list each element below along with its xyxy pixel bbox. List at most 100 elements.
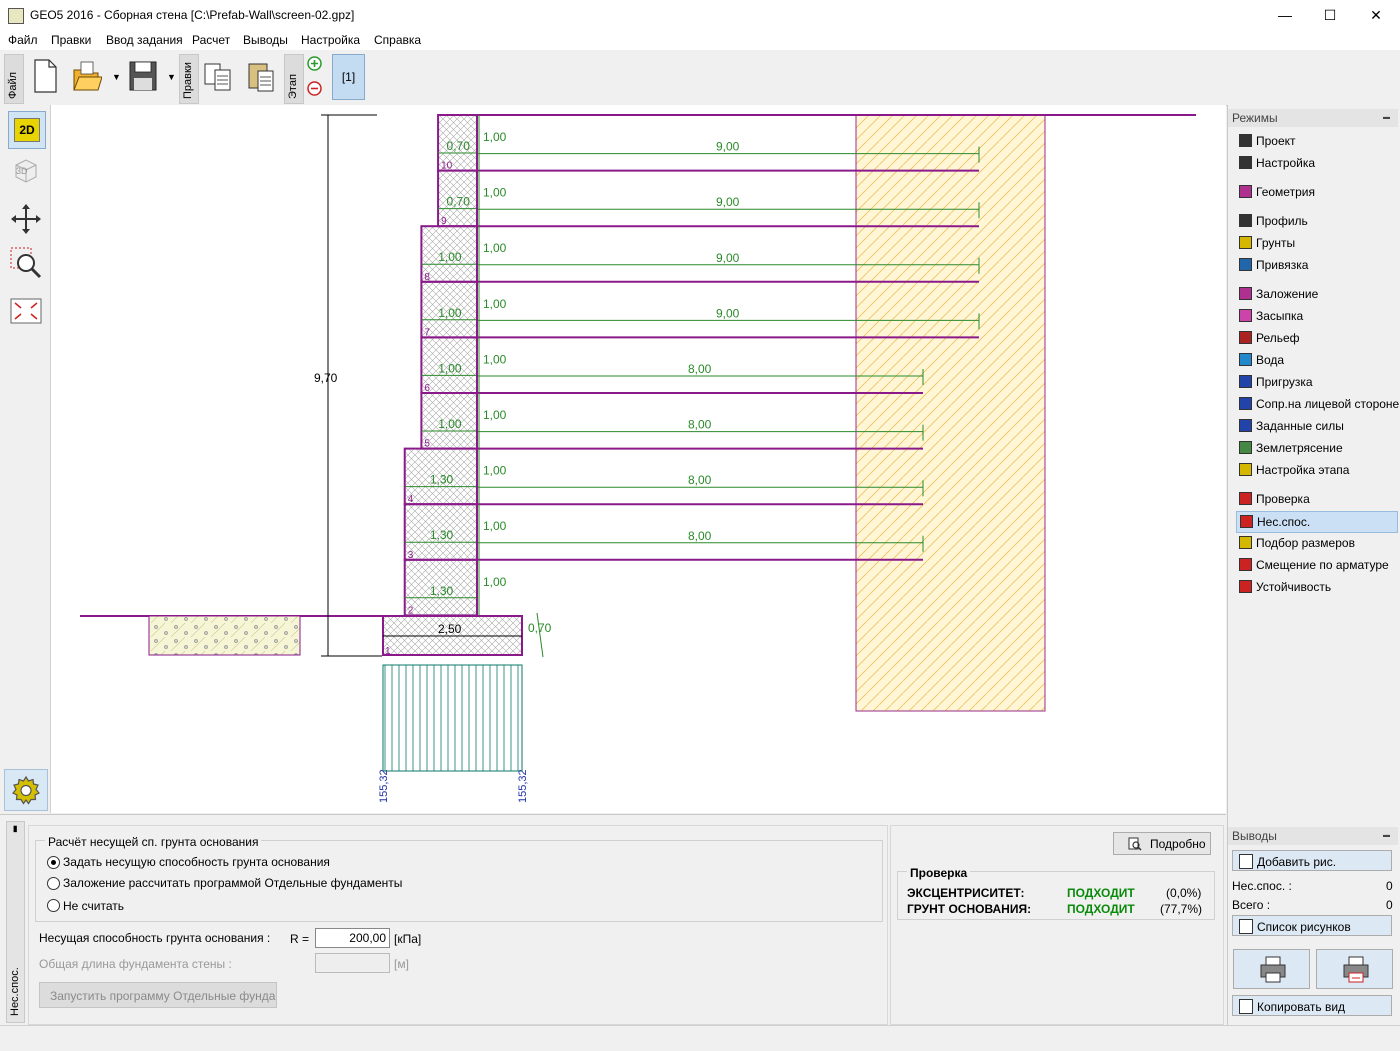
modes-minimize-icon[interactable]: ▬ bbox=[1383, 114, 1390, 121]
wall-block bbox=[420, 280, 478, 339]
mode-item-18[interactable]: Смещение по арматуре bbox=[1236, 555, 1396, 575]
block-number-label: 10 bbox=[441, 161, 453, 172]
mode-label: Заложение bbox=[1256, 287, 1319, 301]
wall-height-label: 9,70 bbox=[314, 371, 338, 385]
maximize-window-button[interactable]: ☐ bbox=[1323, 7, 1337, 23]
mode-item-19[interactable]: Устойчивость bbox=[1236, 577, 1396, 597]
wall-block bbox=[437, 114, 478, 172]
list-pictures-button[interactable]: Список рисунков bbox=[1232, 915, 1392, 936]
menu-input[interactable]: Ввод задания bbox=[106, 33, 183, 47]
view-toolbar: 2D 3D bbox=[0, 105, 51, 813]
copy-view-button[interactable]: Копировать вид bbox=[1232, 995, 1392, 1016]
radio-spread-footing-label[interactable]: Заложение рассчитать программой Отдельны… bbox=[63, 876, 403, 890]
mode-item-9[interactable]: Вода bbox=[1236, 350, 1396, 370]
modes-panel-header: Режимы ▬ bbox=[1228, 109, 1398, 127]
minimize-window-button[interactable]: — bbox=[1278, 7, 1292, 23]
mode-item-1[interactable]: Настройка bbox=[1236, 153, 1396, 173]
stage-toolbar-tab[interactable]: Этап bbox=[284, 54, 304, 104]
pan-icon[interactable] bbox=[8, 201, 44, 237]
reinforcement-length-label: 8,00 bbox=[688, 362, 712, 376]
mode-icon bbox=[1239, 419, 1252, 432]
mode-item-4[interactable]: Грунты bbox=[1236, 233, 1396, 253]
remove-stage-icon[interactable] bbox=[307, 81, 322, 96]
mode-icon bbox=[1239, 492, 1252, 505]
mode-item-14[interactable]: Настройка этапа bbox=[1236, 460, 1396, 480]
open-dropdown-arrow-icon[interactable]: ▼ bbox=[112, 72, 121, 82]
footing-length-input[interactable] bbox=[315, 953, 390, 973]
mode-label: Заданные силы bbox=[1256, 419, 1344, 433]
add-picture-button[interactable]: Добавить рис. bbox=[1232, 850, 1392, 871]
add-stage-icon[interactable] bbox=[307, 56, 322, 71]
save-icon[interactable] bbox=[128, 58, 158, 94]
mode-item-17[interactable]: Подбор размеров bbox=[1236, 533, 1396, 553]
stage-1-button[interactable]: [1] bbox=[332, 54, 365, 100]
picture-total-value: 0 bbox=[1386, 898, 1393, 912]
radio-do-not-calculate-label[interactable]: Не считать bbox=[63, 899, 125, 913]
save-dropdown-arrow-icon[interactable]: ▼ bbox=[167, 72, 176, 82]
bearing-capacity-input[interactable] bbox=[315, 928, 390, 948]
print-preview-button[interactable] bbox=[1316, 949, 1393, 989]
outputs-minimize-icon[interactable]: ▬ bbox=[1383, 832, 1390, 839]
mode-icon bbox=[1239, 214, 1252, 227]
mode-item-8[interactable]: Рельеф bbox=[1236, 328, 1396, 348]
list-pictures-icon bbox=[1239, 919, 1253, 934]
radio-do-not-calculate[interactable] bbox=[47, 899, 60, 912]
drawing-settings-button[interactable] bbox=[4, 769, 48, 811]
paste-data-icon[interactable] bbox=[246, 58, 276, 94]
mode-icon bbox=[1239, 258, 1252, 271]
radio-input-bearing[interactable] bbox=[47, 856, 60, 869]
print-button[interactable] bbox=[1233, 949, 1310, 989]
view-3d-button[interactable]: 3D bbox=[8, 153, 44, 189]
mode-item-16[interactable]: Нес.спос. bbox=[1236, 511, 1398, 533]
block-number-label: 4 bbox=[408, 494, 414, 505]
run-spread-footing-button[interactable]: Запустить программу Отдельные фундаменты bbox=[39, 982, 277, 1008]
menu-analysis[interactable]: Расчет bbox=[192, 33, 231, 47]
mode-item-7[interactable]: Засыпка bbox=[1236, 306, 1396, 326]
menu-outputs[interactable]: Выводы bbox=[243, 33, 288, 47]
view-2d-button[interactable]: 2D bbox=[8, 111, 46, 149]
copy-data-icon[interactable] bbox=[203, 58, 233, 94]
block-height-label: 1,00 bbox=[483, 519, 507, 533]
mode-icon bbox=[1239, 309, 1252, 322]
mode-item-13[interactable]: Землетрясение bbox=[1236, 438, 1396, 458]
reinforcement-length-label: 8,00 bbox=[688, 473, 712, 487]
stress-left-label: 155,32 bbox=[378, 769, 390, 803]
close-window-button[interactable]: ✕ bbox=[1370, 7, 1382, 23]
wall-drawing[interactable]: 0,701,00109,000,701,0099,001,001,0089,00… bbox=[51, 105, 1226, 813]
new-file-icon[interactable] bbox=[30, 58, 60, 94]
picture-count-value: 0 bbox=[1386, 879, 1393, 893]
check-eccentricity-name: ЭКСЦЕНТРИСИТЕТ: bbox=[907, 886, 1025, 900]
reinforcement-length-label: 8,00 bbox=[688, 529, 712, 543]
block-width-label: 1,00 bbox=[438, 306, 462, 320]
file-toolbar-tab[interactable]: Файл bbox=[4, 54, 24, 104]
radio-spread-footing[interactable] bbox=[47, 877, 60, 890]
footing-number-label: 1 bbox=[385, 646, 391, 657]
reinforcement-length-label: 9,00 bbox=[716, 306, 740, 320]
mode-item-12[interactable]: Заданные силы bbox=[1236, 416, 1396, 436]
mode-icon bbox=[1239, 580, 1252, 593]
radio-input-bearing-label[interactable]: Задать несущую способность грунта основа… bbox=[63, 855, 330, 869]
menu-help[interactable]: Справка bbox=[374, 33, 422, 47]
mode-icon bbox=[1239, 331, 1252, 344]
mode-item-15[interactable]: Проверка bbox=[1236, 489, 1396, 509]
menu-file[interactable]: Файл bbox=[8, 33, 38, 47]
menu-edit[interactable]: Правки bbox=[51, 33, 92, 47]
wall-block bbox=[403, 503, 478, 561]
mode-item-5[interactable]: Привязка bbox=[1236, 255, 1396, 275]
menu-bar: Файл Правки Ввод задания Расчет Выводы Н… bbox=[0, 30, 1400, 50]
open-folder-icon[interactable] bbox=[72, 58, 102, 94]
mode-item-3[interactable]: Профиль bbox=[1236, 211, 1396, 231]
mode-item-6[interactable]: Заложение bbox=[1236, 284, 1396, 304]
mode-item-0[interactable]: Проект bbox=[1236, 131, 1396, 151]
details-button[interactable]: Подробно bbox=[1113, 832, 1211, 855]
mode-item-10[interactable]: Пригрузка bbox=[1236, 372, 1396, 392]
edit-toolbar-tab[interactable]: Правки bbox=[179, 54, 199, 104]
bearing-capacity-side-tab[interactable]: ▮ Нес.спос. bbox=[6, 821, 25, 1023]
mode-item-11[interactable]: Сопр.на лицевой стороне bbox=[1236, 394, 1399, 414]
mode-label: Проект bbox=[1256, 134, 1296, 148]
menu-settings[interactable]: Настройка bbox=[301, 33, 361, 47]
fit-view-icon[interactable] bbox=[8, 293, 44, 329]
mode-item-2[interactable]: Геометрия bbox=[1236, 182, 1396, 202]
zoom-window-icon[interactable] bbox=[8, 245, 44, 281]
